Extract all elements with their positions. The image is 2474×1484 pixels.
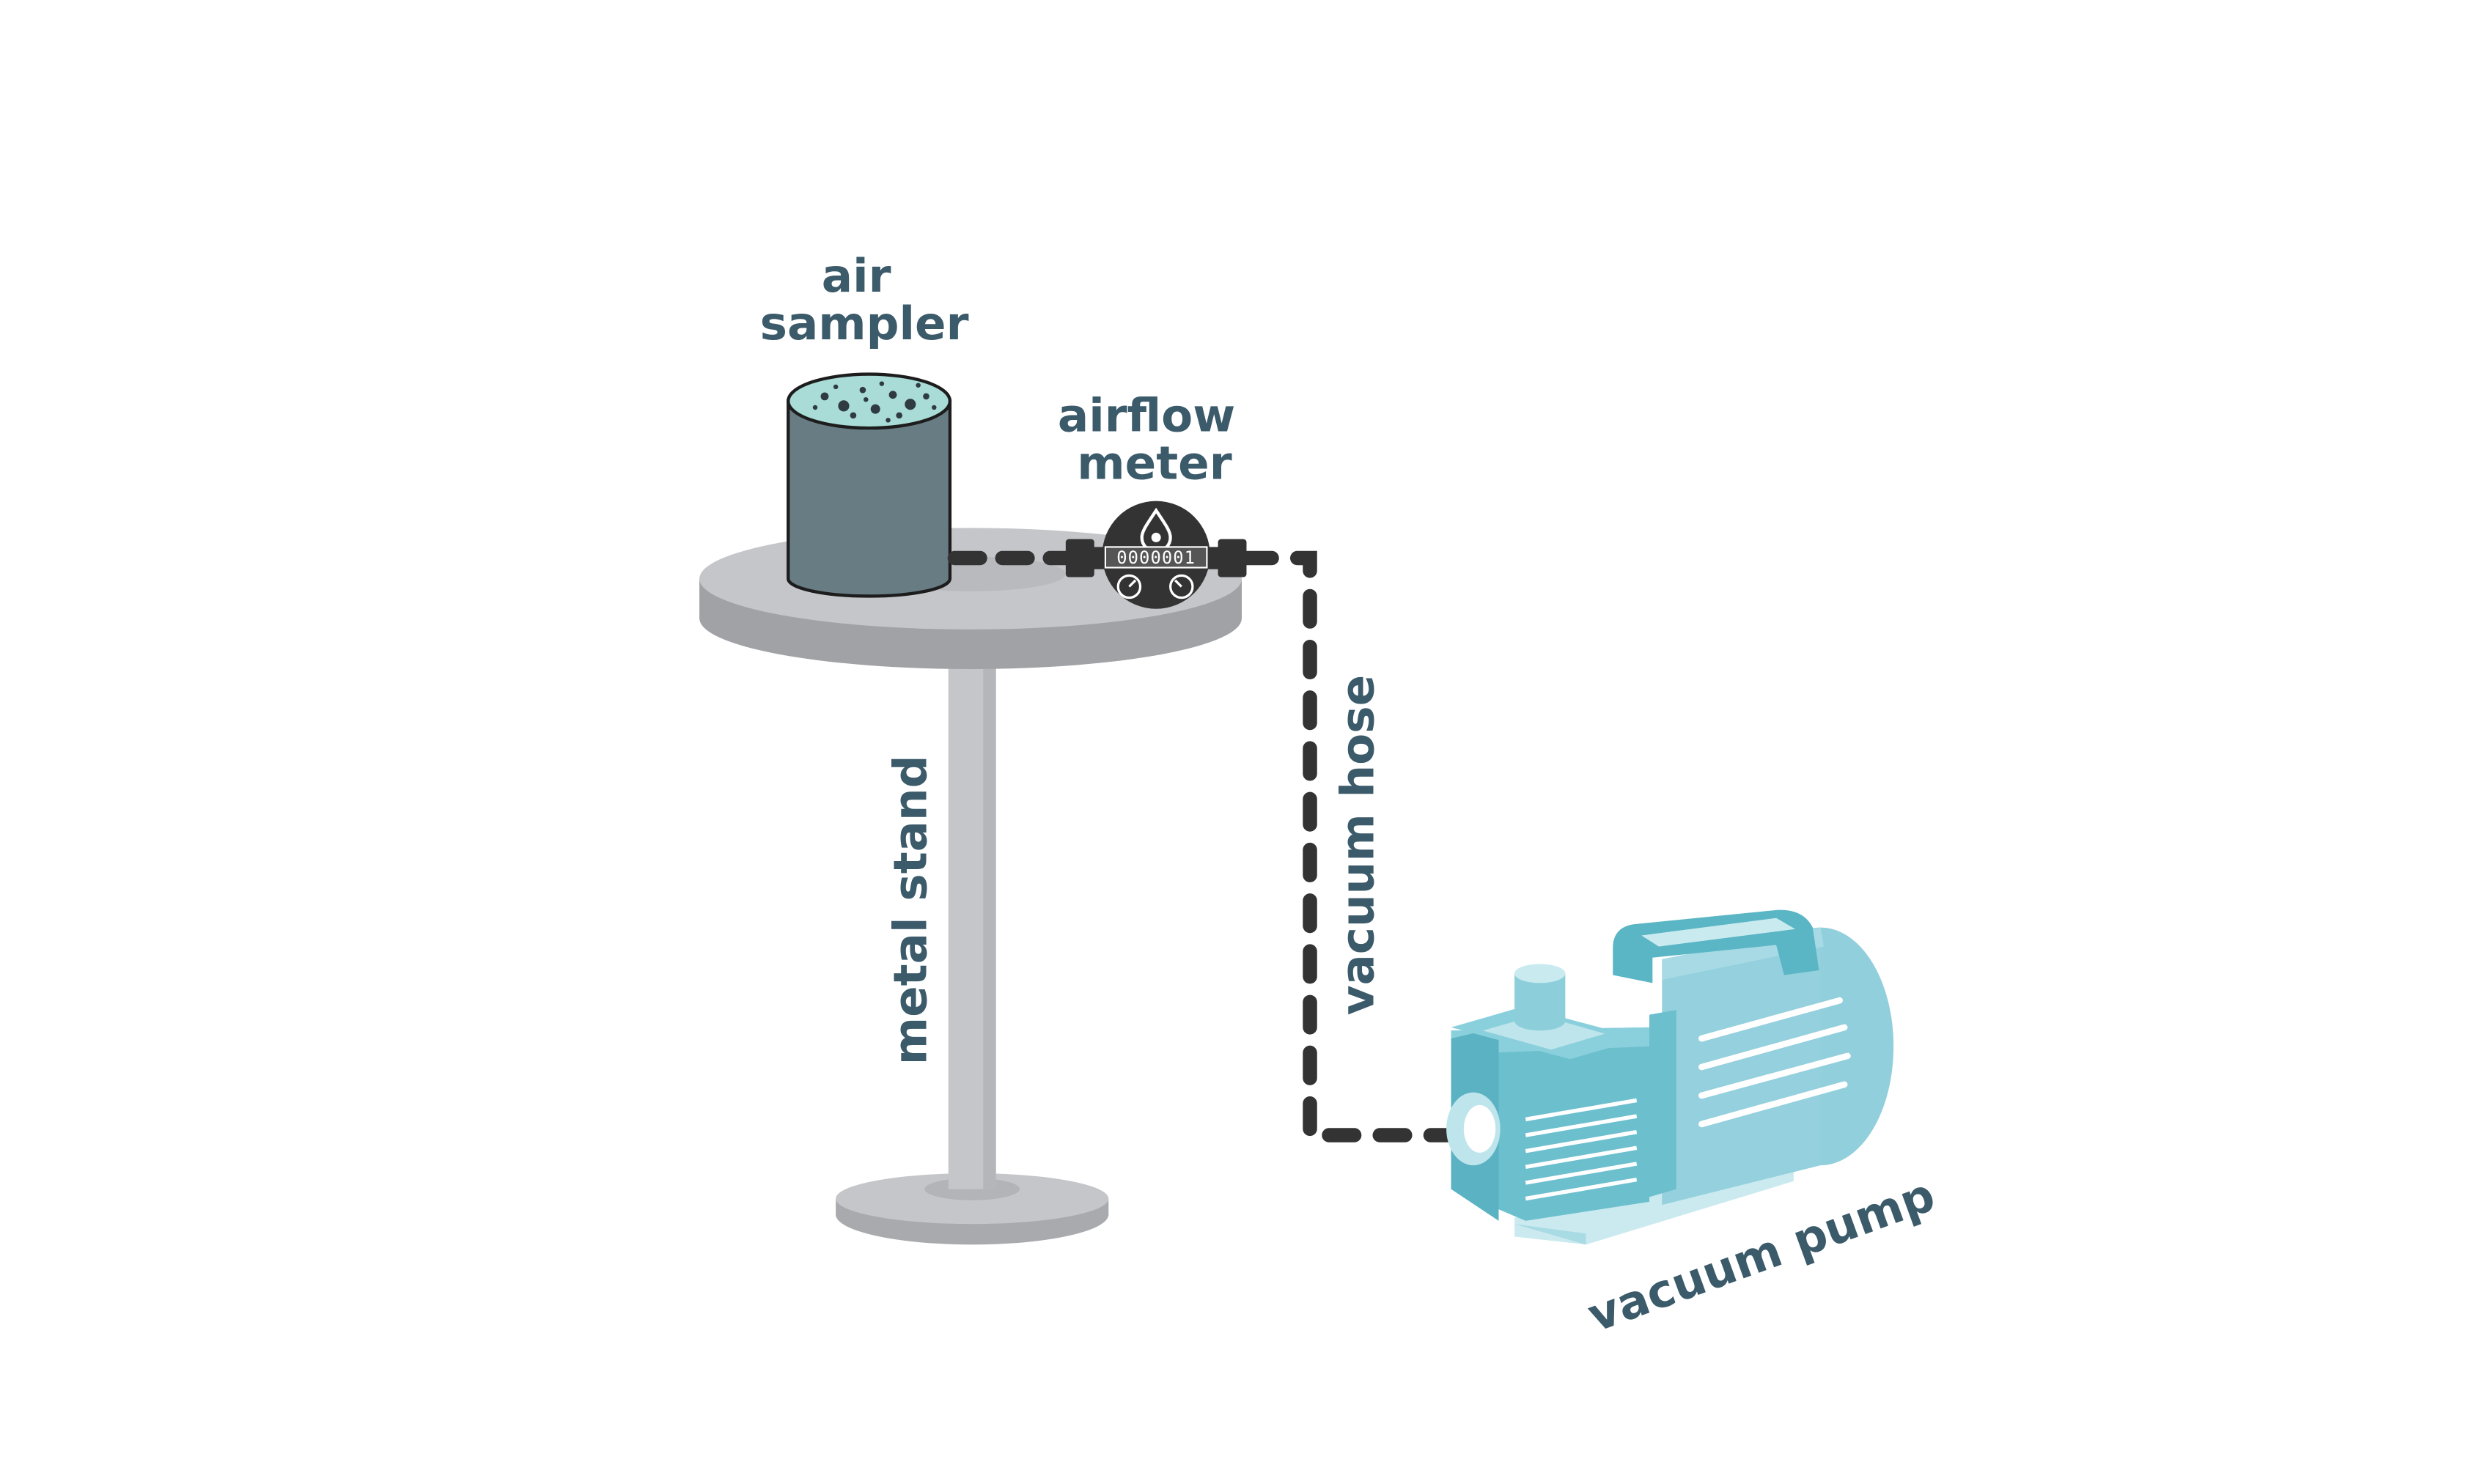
vacuum-hose-label: vacuum hose xyxy=(1331,675,1385,1016)
meter-counter xyxy=(1104,546,1208,569)
airflow-meter-label: airflow meter xyxy=(1058,388,1251,490)
airflow-meter-label-line2: meter xyxy=(1077,436,1232,490)
airflow-meter-label-line1: airflow xyxy=(1058,388,1235,442)
metal-stand xyxy=(699,528,1242,1245)
sampler-top xyxy=(787,372,952,430)
motor-vent-lines xyxy=(1698,997,1851,1128)
pump-housing xyxy=(1451,1027,1649,1221)
metal-stand-label: metal stand xyxy=(883,755,937,1065)
dial-left-icon xyxy=(1116,574,1142,599)
air-sampler-label-line1: air xyxy=(822,249,891,303)
air-sampler-label-line2: sampler xyxy=(760,297,969,350)
particles-icon xyxy=(812,381,937,423)
air-sampler xyxy=(787,372,952,598)
dial-right-icon xyxy=(1169,574,1194,599)
vacuum-pump xyxy=(1446,909,1894,1245)
air-sampler-label: air sampler xyxy=(760,249,969,350)
vacuum-hose-line xyxy=(947,550,1473,1142)
airflow-meter: 0000001 xyxy=(1065,501,1247,609)
meter-counter-text: 0000001 xyxy=(1116,547,1196,568)
pump-grille xyxy=(1525,1098,1638,1201)
